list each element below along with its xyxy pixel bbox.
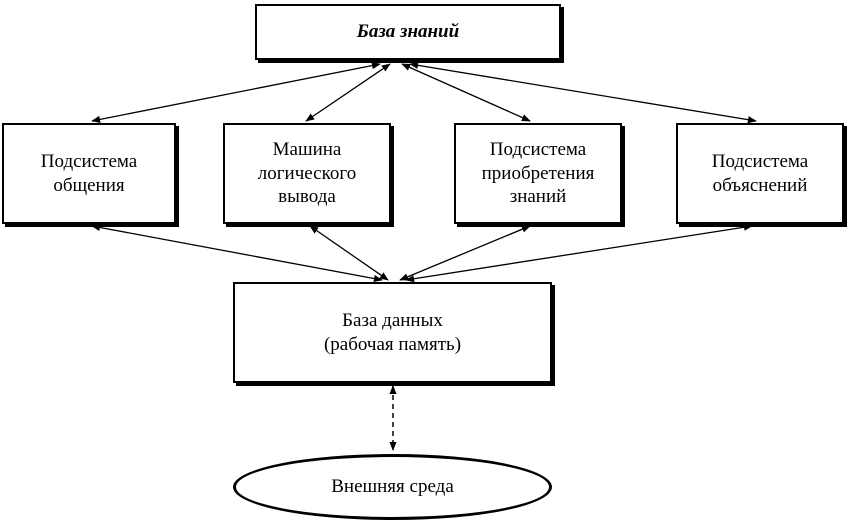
database-label: База данных (рабочая память) (323, 309, 462, 355)
explanation-subsystem-box: Подсистема объяснений (676, 123, 844, 224)
link-kb-inference (305, 63, 391, 122)
link-db-acquisition (399, 225, 531, 281)
link-db-explanation (405, 223, 753, 283)
inference-engine-box: Машина логического вывода (223, 123, 391, 224)
communication-subsystem-label: Подсистема общения (40, 150, 138, 196)
knowledge-acquisition-subsystem-label: Подсистема приобретения знаний (481, 138, 595, 208)
knowledge-base-label: База знаний (356, 21, 460, 43)
explanation-subsystem-label: Подсистема объяснений (711, 150, 809, 196)
link-db-communication (91, 223, 383, 283)
external-environment-label: Внешняя среда (331, 476, 454, 497)
inference-engine-label: Машина логического вывода (257, 138, 357, 208)
link-db-inference (309, 225, 389, 281)
link-kb-communication (91, 62, 381, 123)
communication-subsystem-box: Подсистема общения (2, 123, 176, 224)
knowledge-base-box: База знаний (255, 4, 561, 60)
external-environment-ellipse: Внешняя среда (233, 454, 552, 520)
knowledge-acquisition-subsystem-box: Подсистема приобретения знаний (454, 123, 622, 224)
link-kb-acquisition (401, 63, 531, 122)
database-box: База данных (рабочая память) (233, 282, 552, 383)
link-kb-explanation (409, 61, 757, 124)
